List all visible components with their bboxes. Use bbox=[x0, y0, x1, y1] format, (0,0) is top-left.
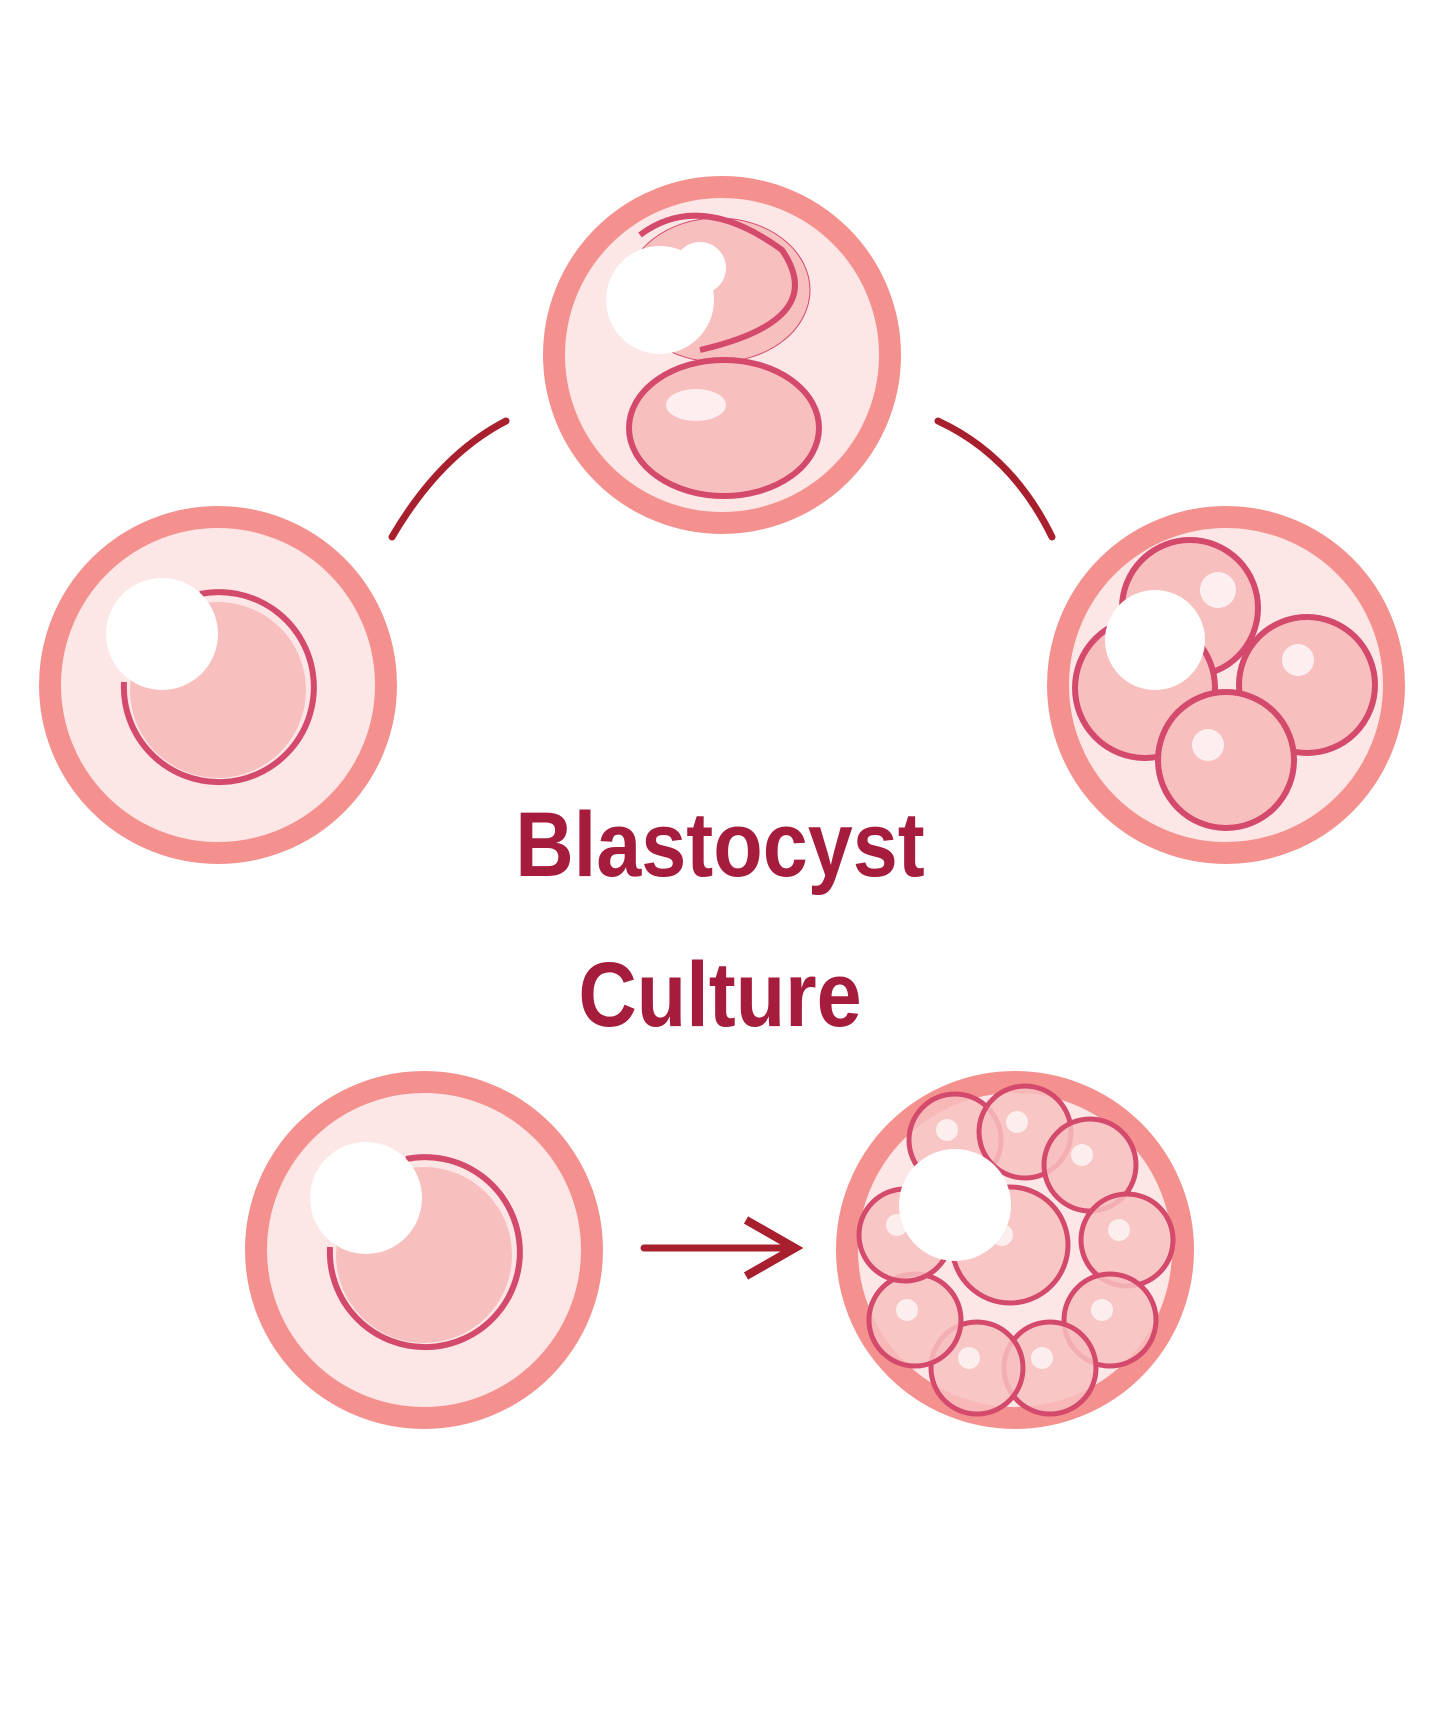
cell-highlight bbox=[1091, 1299, 1113, 1321]
blastomere-cell bbox=[866, 1271, 964, 1369]
single-cell-embryo-2 bbox=[245, 1071, 603, 1429]
two-cell-embryo bbox=[543, 176, 901, 534]
four-cell-embryo bbox=[1047, 506, 1405, 864]
cell-highlight bbox=[958, 1347, 980, 1369]
connector-arc-left bbox=[388, 417, 510, 541]
blastocyst-embryo bbox=[836, 1071, 1194, 1429]
title-line-2: Culture bbox=[578, 944, 862, 1046]
cell-highlight bbox=[1031, 1347, 1053, 1369]
cell-highlight bbox=[1071, 1144, 1093, 1166]
diagram-title: Blastocyst Culture bbox=[86, 770, 1353, 1070]
connector-arc-right bbox=[934, 417, 1056, 541]
title-line-1: Blastocyst bbox=[515, 794, 925, 896]
single-cell-embryo bbox=[39, 506, 397, 864]
light-reflection bbox=[899, 1149, 1011, 1261]
cell-highlight bbox=[936, 1119, 958, 1141]
cell-highlight bbox=[896, 1299, 918, 1321]
cell-highlight bbox=[1006, 1111, 1028, 1133]
cell-highlight bbox=[1108, 1219, 1130, 1241]
blastomere-cell bbox=[1078, 1191, 1176, 1289]
